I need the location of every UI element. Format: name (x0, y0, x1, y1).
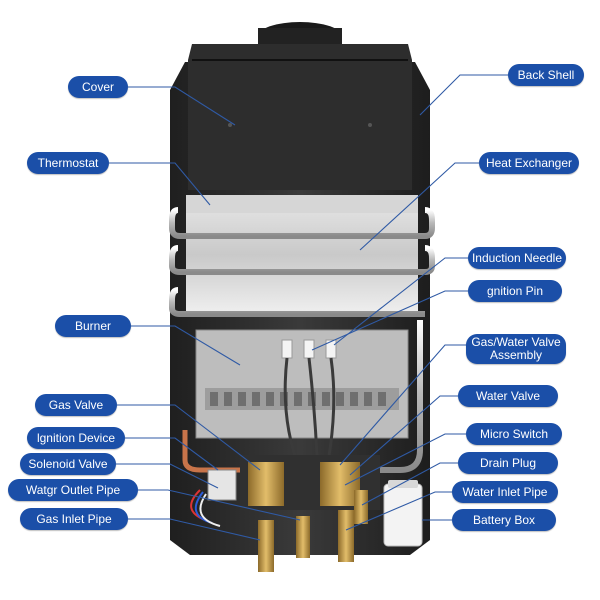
flue-neck (258, 28, 342, 48)
gas-inlet-fitting (258, 520, 274, 572)
cover-dot (368, 123, 372, 127)
label-ignition-device: lgnition Device (27, 427, 125, 449)
leader-cover (128, 86, 236, 126)
leader-burner (131, 325, 241, 366)
label-ignition-pin: gnition Pin (468, 280, 562, 302)
label-micro-switch: Micro Switch (466, 423, 562, 445)
water-pipe-right (360, 320, 423, 473)
label-water-inlet-pipe: Water Inlet Pipe (452, 481, 558, 503)
label-induction-needle: Induction Needle (468, 247, 566, 269)
leader-solenoid-valve (116, 463, 219, 489)
heat-exchanger-tubes (169, 207, 435, 317)
leader-drain-plug (361, 462, 458, 506)
battery-box-cap (388, 480, 418, 488)
label-water-valve: Water Valve (458, 385, 558, 407)
leader-gas-inlet (128, 518, 261, 541)
label-back-shell: Back Shell (508, 64, 584, 86)
label-battery-box: Battery Box (452, 509, 556, 531)
label-thermostat: Thermostat (27, 152, 109, 174)
water-outlet-fitting (296, 516, 310, 558)
cover-panel (188, 44, 412, 190)
leader-water-inlet (345, 491, 452, 531)
label-water-outlet-pipe: Watgr Outlet Pipe (8, 479, 138, 501)
label-gas-inlet-pipe: Gas Inlet Pipe (20, 508, 128, 530)
leader-outlet-pipe (138, 489, 301, 521)
leader-thermostat (109, 162, 211, 206)
label-gas-water-valve-assembly: Gas/Water Valve Assembly (466, 334, 566, 364)
label-gas-valve: Gas Valve (35, 394, 117, 416)
gas-valve-brass (248, 462, 284, 506)
heat-exchanger-body (186, 195, 418, 315)
battery-box-shape (383, 483, 423, 547)
label-solenoid-valve: Solenoid Valve (20, 453, 116, 475)
leader-lines (109, 74, 508, 541)
label-drain-plug: Drain Plug (458, 452, 558, 474)
leader-valve-assembly (339, 344, 466, 466)
label-cover: Cover (68, 76, 128, 98)
leader-back-shell (419, 74, 508, 116)
leader-ignition-device (125, 437, 219, 471)
leader-induction-needle (333, 257, 468, 346)
water-valve-brass (320, 462, 360, 506)
leader-heat-exchanger (359, 162, 479, 251)
burner-box (195, 329, 409, 439)
label-heat-exchanger: Heat Exchanger (479, 152, 579, 174)
label-burner: Burner (55, 315, 131, 337)
leader-water-valve (349, 395, 458, 476)
leader-gas-valve (117, 404, 261, 471)
leader-ignition-pin (311, 290, 468, 351)
copper-pipe (182, 430, 245, 473)
leader-micro-switch (344, 433, 466, 486)
cover-dot (228, 123, 232, 127)
water-inlet-fitting (338, 510, 354, 562)
drain-plug-fitting (354, 490, 368, 524)
heat-exchanger-fins (186, 195, 418, 213)
